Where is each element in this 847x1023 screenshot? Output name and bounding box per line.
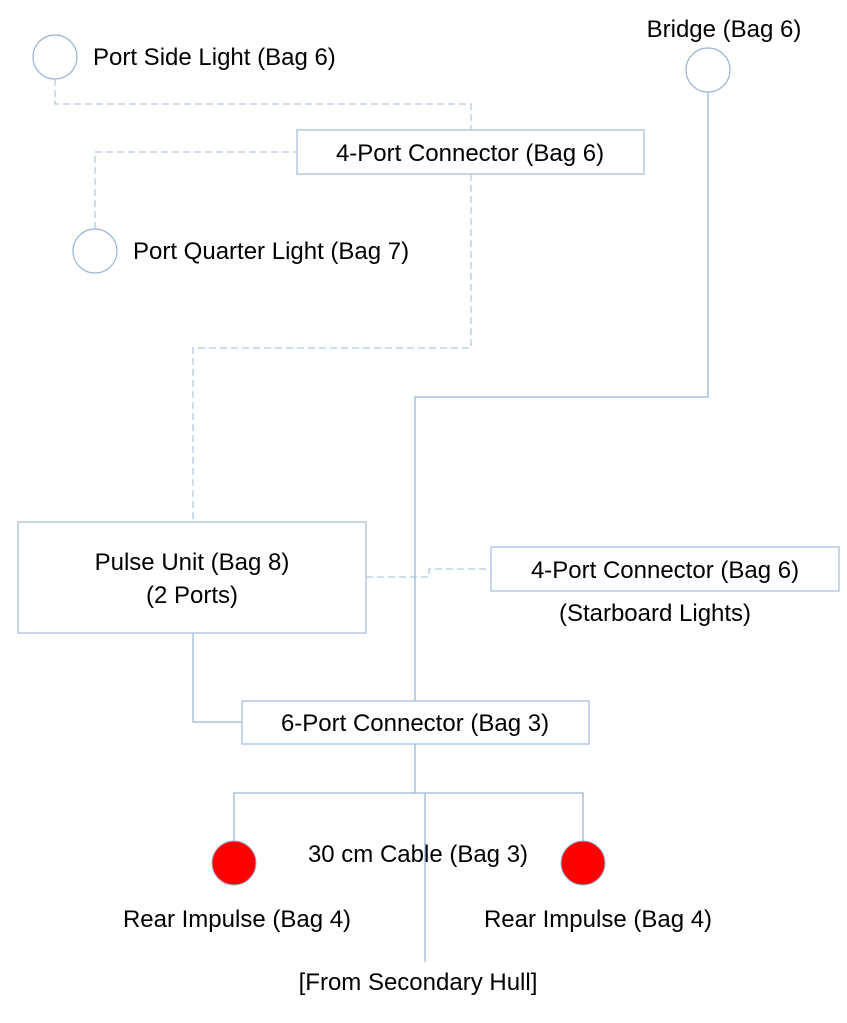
port-side-light-label: Port Side Light (Bag 6) xyxy=(93,44,336,71)
from-secondary-hull-label: [From Secondary Hull] xyxy=(299,969,538,996)
pulse-unit-box xyxy=(17,521,367,634)
port-quarter-light-label: Port Quarter Light (Bag 7) xyxy=(133,238,409,265)
starboard-connector-label: 4-Port Connector (Bag 6) xyxy=(531,557,799,584)
pulse-unit-ports-label: (2 Ports) xyxy=(146,582,238,609)
wire-impulse-branch xyxy=(233,792,584,841)
wire-bridge-to-six-port xyxy=(414,92,709,701)
rear-impulse-right-label: Rear Impulse (Bag 4) xyxy=(484,906,712,933)
six-port-connector-box xyxy=(241,700,590,745)
wire-starboard-to-pulse-unit xyxy=(366,568,491,578)
pulse-unit-label: Pulse Unit (Bag 8) xyxy=(95,549,290,576)
four-port-connector-label: 4-Port Connector (Bag 6) xyxy=(336,140,604,167)
port-quarter-light-icon xyxy=(72,228,118,274)
rear-impulse-right-icon xyxy=(560,840,606,886)
wire-port-side-to-connector xyxy=(54,79,472,130)
bridge-light-icon xyxy=(685,47,731,93)
rear-impulse-left-label: Rear Impulse (Bag 4) xyxy=(123,906,351,933)
rear-impulse-left-icon xyxy=(211,840,257,886)
cable-label: 30 cm Cable (Bag 3) xyxy=(308,841,528,868)
starboard-lights-label: (Starboard Lights) xyxy=(559,600,751,627)
six-port-connector-label: 6-Port Connector (Bag 3) xyxy=(281,710,549,737)
wire-connector-to-pulse-unit xyxy=(192,174,472,522)
wire-port-quarter-to-connector xyxy=(94,151,297,229)
four-port-connector-box xyxy=(296,129,645,175)
wire-pulse-unit-to-six-port xyxy=(192,633,242,723)
bridge-label: Bridge (Bag 6) xyxy=(647,16,802,43)
port-side-light-icon xyxy=(32,34,78,80)
starboard-connector-box xyxy=(490,546,840,592)
